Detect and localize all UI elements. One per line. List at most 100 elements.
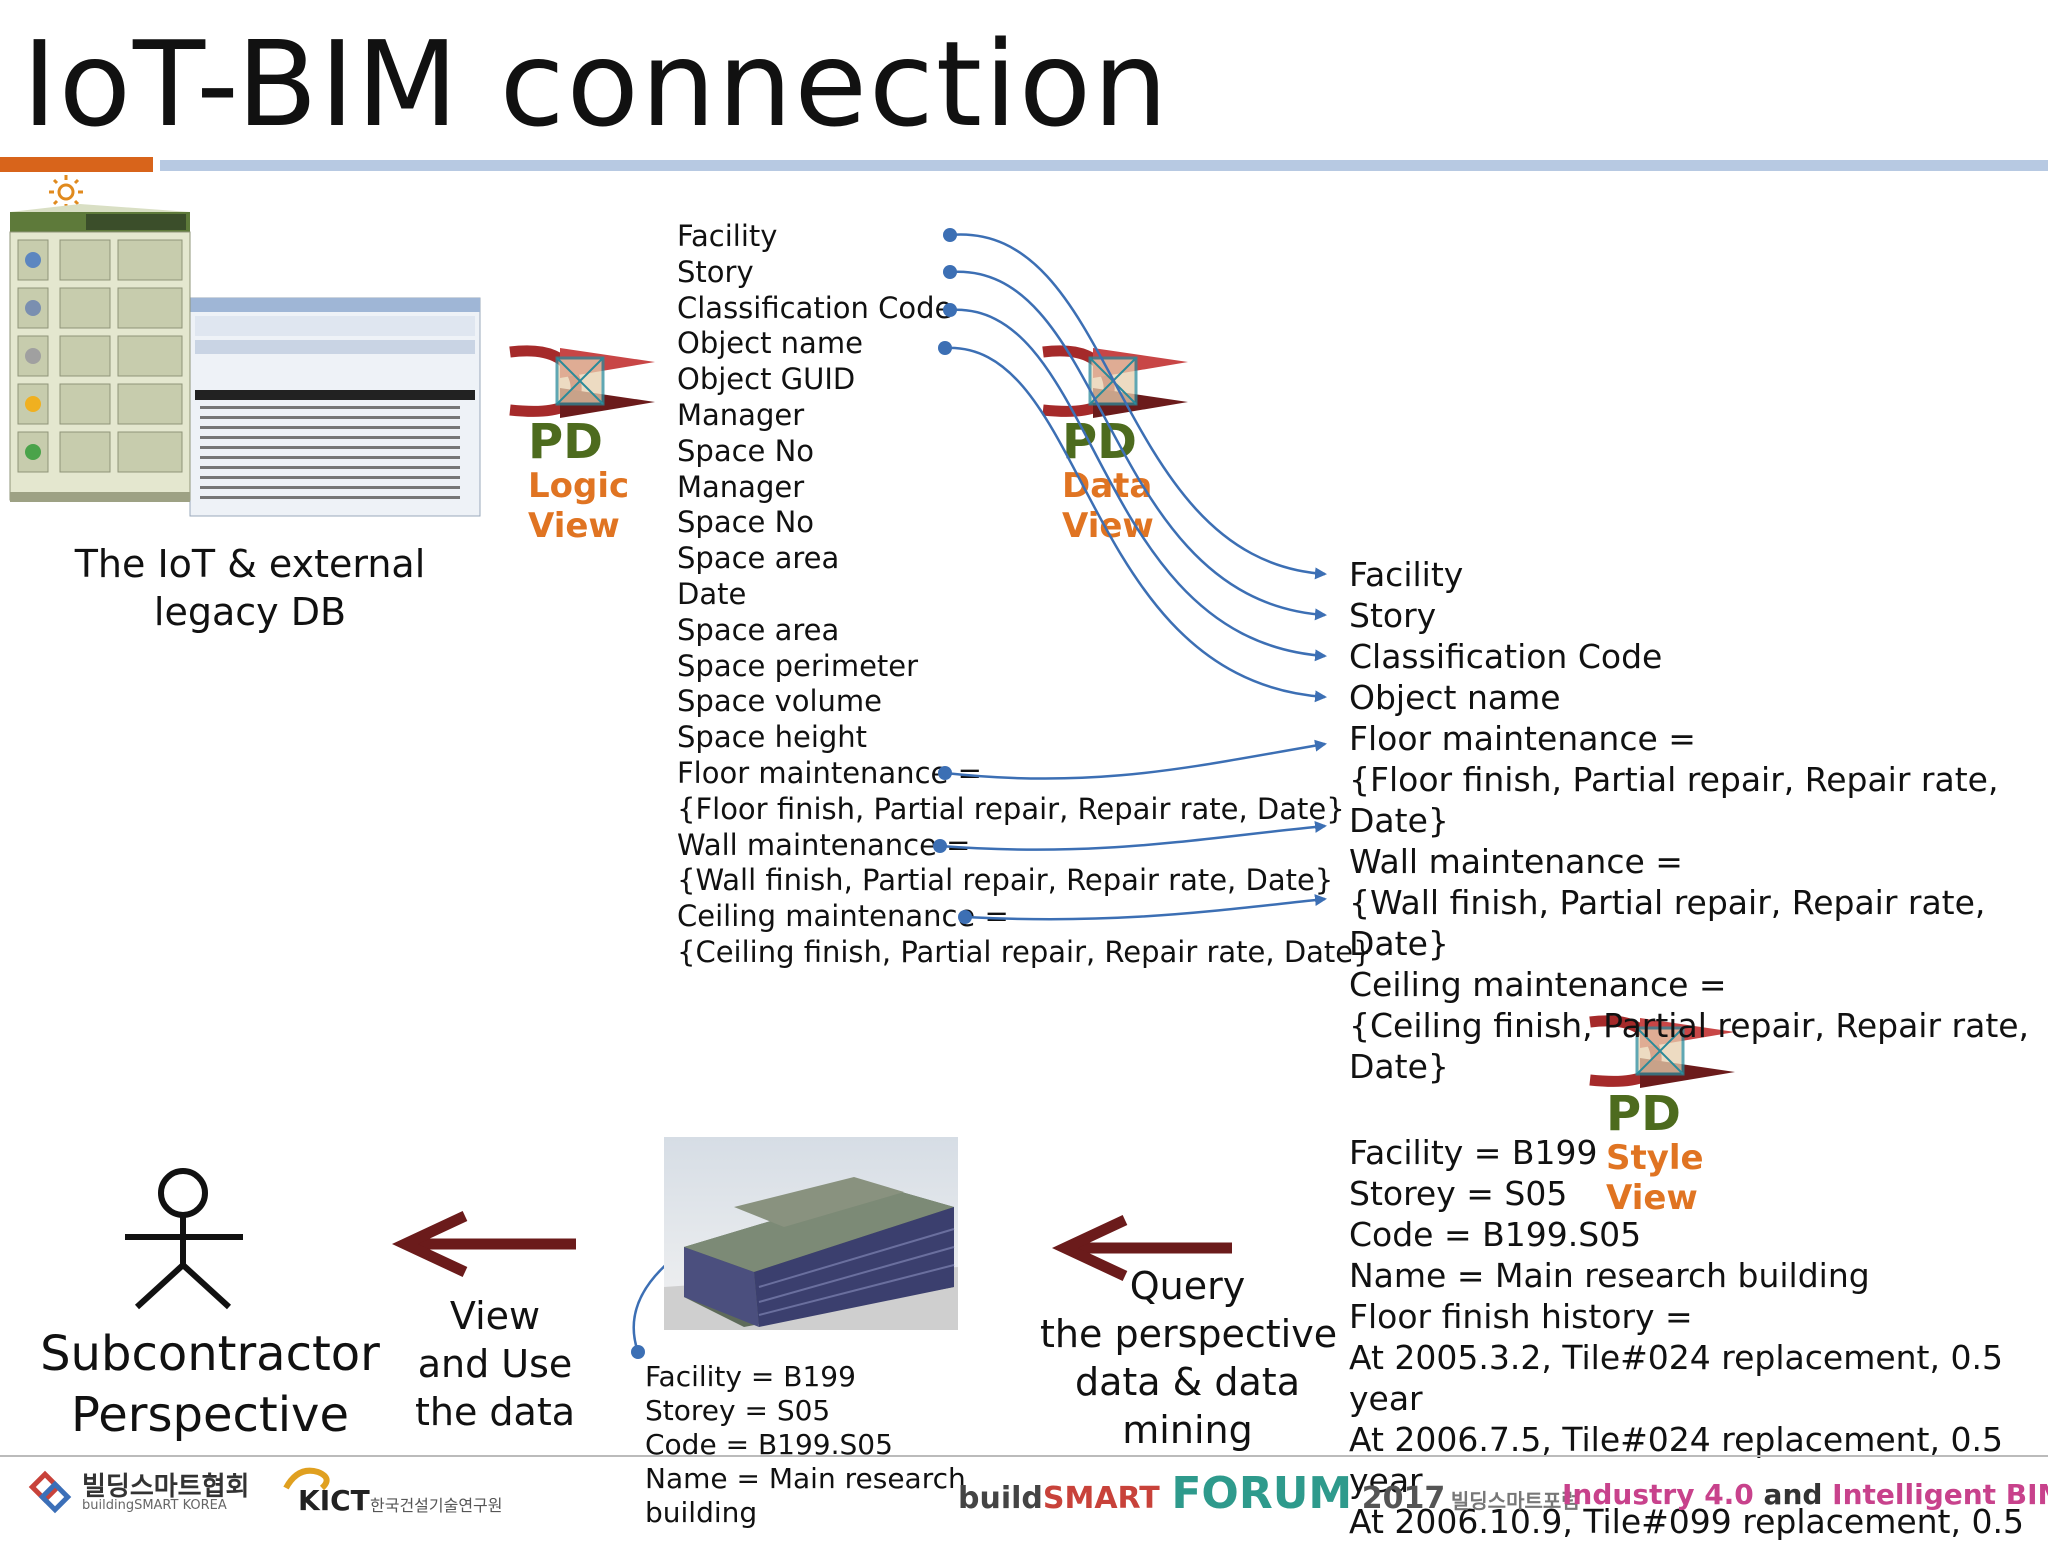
forum-build: build bbox=[958, 1481, 1043, 1516]
pd-style-pd: PD bbox=[1606, 1086, 1682, 1142]
title-underline bbox=[160, 160, 2048, 171]
tagline-bim: Intelligent BIM bbox=[1832, 1478, 2048, 1511]
source-attribute-item: Story bbox=[677, 254, 754, 289]
source-attribute-item: Ceiling maintenance = bbox=[677, 899, 1009, 934]
source-caption-line1: The IoT & external bbox=[74, 542, 426, 586]
query-result-item: Name = Main research building bbox=[1349, 1256, 1870, 1295]
pd-style-line2: View bbox=[1606, 1178, 1698, 1218]
source-attribute-item: Space area bbox=[677, 541, 840, 576]
source-attribute-item: Date bbox=[677, 576, 747, 611]
source-attribute-item: {Wall finish, Partial repair, Repair rat… bbox=[677, 863, 1334, 898]
building-data-item: Name = Main research bbox=[645, 1462, 966, 1495]
source-attribute-item: Manager bbox=[677, 469, 805, 504]
source-attribute-item: {Floor finish, Partial repair, Repair ra… bbox=[677, 791, 1345, 826]
source-attribute-item: Space No bbox=[677, 505, 815, 540]
query-result-item: Code = B199.S05 bbox=[1349, 1215, 1642, 1254]
target-attribute-item: Classification Code bbox=[1349, 637, 1663, 676]
target-attribute-item: {Floor finish, Partial repair, Repair ra… bbox=[1349, 760, 1999, 799]
bim-building-render bbox=[664, 1137, 958, 1330]
building-data-item: building bbox=[645, 1496, 758, 1529]
building-icon bbox=[9, 204, 191, 502]
pd-logic-label: PD Logic View bbox=[528, 418, 629, 546]
pd-style-icon bbox=[1589, 1015, 1735, 1088]
person-icon bbox=[125, 1168, 243, 1310]
source-attribute-item: Object GUID bbox=[677, 362, 856, 397]
target-attribute-item: Date} bbox=[1349, 1047, 1449, 1086]
source-attribute-item: Space No bbox=[677, 433, 815, 468]
source-attribute-item: Wall maintenance = bbox=[677, 827, 971, 862]
target-attribute-item: Facility bbox=[1349, 555, 1464, 594]
forum-korean: 빌딩스마트포럼 bbox=[1450, 1489, 1580, 1513]
target-attribute-item: {Ceiling finish, Partial repair, Repair … bbox=[1349, 1006, 2030, 1045]
tagline-and: and bbox=[1753, 1478, 1833, 1511]
target-attribute-item: Date} bbox=[1349, 801, 1449, 840]
building-data-item: Facility = B199 bbox=[645, 1360, 856, 1393]
source-attribute-item: {Ceiling finish, Partial repair, Repair … bbox=[677, 934, 1372, 969]
footer-kict-logo: KICT 한국건설기술연구원 bbox=[278, 1462, 538, 1522]
pd-style-line1: Style bbox=[1606, 1138, 1704, 1178]
forum-year: 2017 bbox=[1361, 1481, 1446, 1516]
query-result-item: year bbox=[1349, 1461, 1423, 1500]
source-attribute-item: Space area bbox=[677, 612, 840, 647]
subcontractor-caption-line: Subcontractor bbox=[40, 1326, 380, 1382]
source-attribute-item: Manager bbox=[677, 397, 805, 432]
target-attribute-item: Date} bbox=[1349, 924, 1449, 963]
pd-style-label: PD Style View bbox=[1606, 1090, 1704, 1218]
forum-forum: FORUM bbox=[1171, 1468, 1353, 1519]
query-result-item: Facility = B199 bbox=[1349, 1133, 1598, 1172]
target-attribute-item: Ceiling maintenance = bbox=[1349, 965, 1727, 1004]
legacy-db-window bbox=[189, 297, 481, 517]
source-caption: The IoT & external legacy DB bbox=[60, 540, 440, 636]
building-data-item: Storey = S05 bbox=[645, 1394, 831, 1427]
source-attribute-item: Facility bbox=[677, 219, 778, 253]
kict-label: KICT bbox=[298, 1484, 370, 1517]
bsk-logo-icon bbox=[28, 1470, 72, 1514]
query-result-item: year bbox=[1349, 1379, 1423, 1418]
tagline-industry: Industry 4.0 bbox=[1562, 1478, 1754, 1511]
query-result-item: At 2005.3.2, Tile#024 replacement, 0.5 bbox=[1349, 1338, 2003, 1377]
view-caption-line: the data bbox=[414, 1390, 576, 1434]
target-attribute-item: Floor maintenance = bbox=[1349, 719, 1696, 758]
target-attribute-item: Object name bbox=[1349, 678, 1561, 717]
forum-smart: SMART bbox=[1042, 1481, 1160, 1516]
footer-divider bbox=[0, 1455, 2048, 1457]
pd-logic-pd: PD bbox=[528, 414, 604, 470]
pd-logic-icon bbox=[509, 345, 655, 418]
iot-building-illustration bbox=[9, 175, 481, 517]
query-caption-line: the perspective bbox=[1040, 1312, 1338, 1356]
query-result-item: At 2006.10.9, Tile#099 replacement, 0.5 bbox=[1349, 1502, 2024, 1541]
query-caption-line: mining bbox=[1122, 1408, 1253, 1452]
source-attribute-item: Object name bbox=[677, 326, 863, 361]
query-result-item: Floor finish history = bbox=[1349, 1297, 1693, 1336]
source-caption-line2: legacy DB bbox=[153, 590, 347, 634]
footer-forum-logo: buildSMART FORUM 2017 빌딩스마트포럼 bbox=[958, 1468, 1580, 1519]
footer-tagline: Industry 4.0 and Intelligent BIM bbox=[1562, 1478, 2048, 1511]
view-caption-line: View bbox=[449, 1294, 541, 1338]
source-attribute-item: Space height bbox=[677, 720, 868, 755]
bsk-korean: 빌딩스마트협회 bbox=[82, 1472, 250, 1502]
sun-icon bbox=[49, 175, 83, 209]
query-caption-line: data & data bbox=[1075, 1360, 1300, 1404]
kict-logo-icon bbox=[283, 1467, 330, 1491]
target-attribute-item: {Wall finish, Partial repair, Repair rat… bbox=[1349, 883, 1986, 922]
target-attribute-item: Story bbox=[1349, 596, 1437, 635]
source-attribute-item: Space perimeter bbox=[677, 648, 919, 683]
query-caption-line: Query bbox=[1129, 1264, 1246, 1308]
pd-logic-line2: View bbox=[528, 506, 620, 546]
subcontractor-caption-line: Perspective bbox=[71, 1387, 349, 1443]
query-result-item: At 2006.7.5, Tile#024 replacement, 0.5 bbox=[1349, 1420, 2003, 1459]
source-attribute-item: Floor maintenance = bbox=[677, 755, 982, 790]
kict-korean: 한국건설기술연구원 bbox=[370, 1496, 503, 1515]
source-attribute-item: Classification Code bbox=[677, 290, 953, 325]
bsk-english: buildingSMART KOREA bbox=[82, 1498, 227, 1513]
page-title: IoT-BIM connection bbox=[22, 15, 1170, 153]
query-result-item: Storey = S05 bbox=[1349, 1174, 1568, 1213]
target-attribute-item: Wall maintenance = bbox=[1349, 842, 1683, 881]
title-underline-accent bbox=[0, 157, 153, 172]
